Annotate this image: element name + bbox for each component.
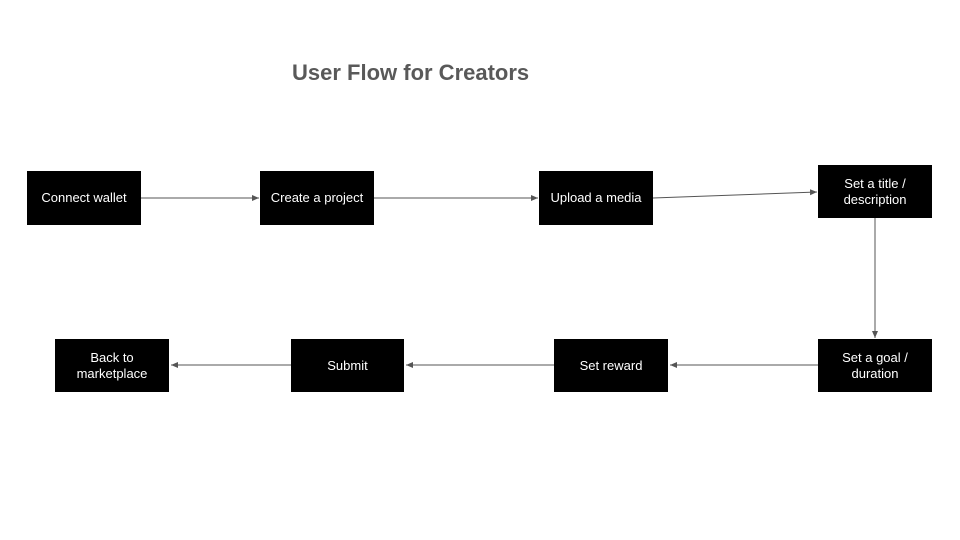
node-set-reward: Set reward — [554, 339, 668, 392]
node-label: Set reward — [579, 357, 643, 373]
node-label: Set a goal / duration — [842, 349, 908, 381]
node-upload-media: Upload a media — [539, 171, 653, 225]
node-set-title: Set a title / description — [818, 165, 932, 218]
node-label: Back to marketplace — [76, 349, 148, 381]
node-label: Create a project — [270, 190, 364, 205]
edge-upload-media-to-set-title — [652, 189, 818, 199]
node-label: Submit — [327, 357, 368, 373]
node-set-goal: Set a goal / duration — [818, 339, 932, 392]
node-connect-wallet: Connect wallet — [27, 171, 141, 225]
node-create-project: Create a project — [260, 171, 374, 225]
node-label: Upload a media — [550, 190, 642, 205]
node-back-to-marketplace: Back to marketplace — [55, 339, 169, 392]
node-submit: Submit — [291, 339, 404, 392]
page-title: User Flow for Creators — [292, 60, 530, 85]
node-label: Connect wallet — [41, 190, 127, 205]
node-label: Set a title / description — [843, 175, 907, 207]
